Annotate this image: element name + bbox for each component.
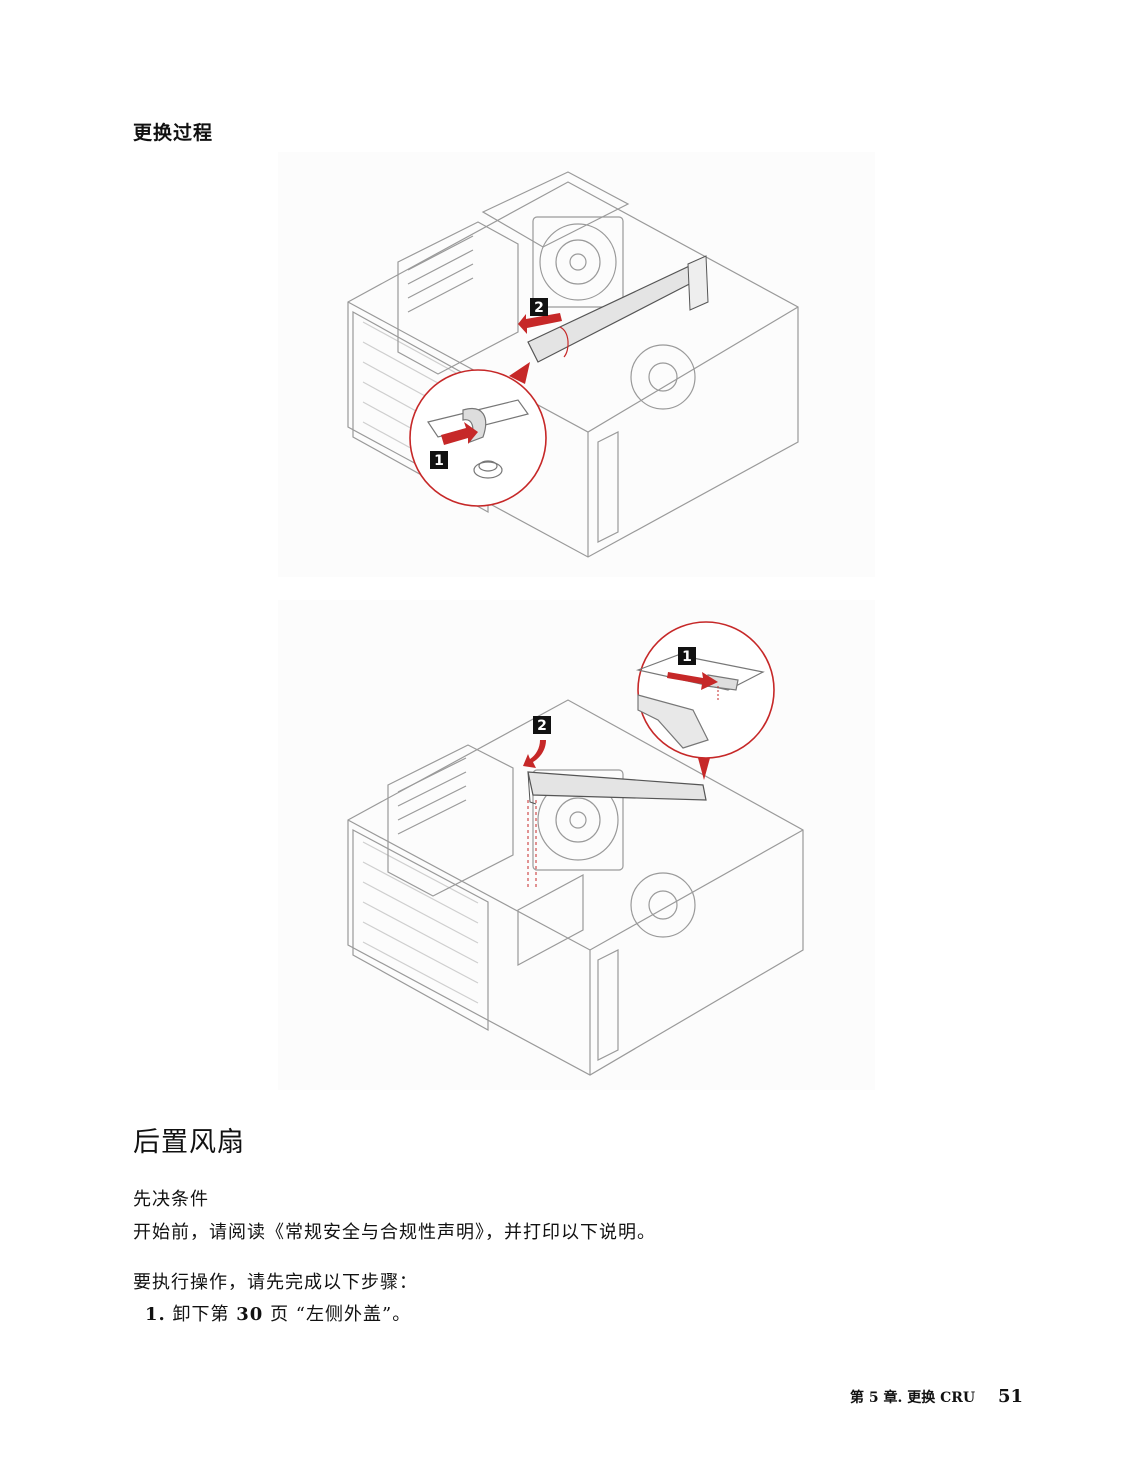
step-page-ref: 30 — [236, 1304, 264, 1325]
steps-intro: 要执行操作，请先完成以下步骤： — [133, 1272, 418, 1293]
callout-badge-2 — [530, 298, 548, 316]
section-heading: 更换过程 — [133, 122, 214, 144]
callout-badge-2 — [533, 716, 551, 734]
step-link[interactable]: “左侧外盖” — [295, 1304, 393, 1325]
callout-label-1: 1 — [434, 453, 444, 469]
step-text-mid: 页 — [270, 1304, 290, 1325]
footer-chapter: 第 5 章. 更换 CRU — [849, 1390, 976, 1406]
callout-badge-1 — [678, 647, 696, 665]
callout-badge-1 — [430, 451, 448, 469]
step-number: 1. — [145, 1304, 166, 1325]
prereq-text: 开始前，请阅读《常规安全与合规性声明》，并打印以下说明。 — [133, 1222, 656, 1243]
step-text-post: 。 — [392, 1304, 412, 1325]
figure-remove-bracket: 1 2 — [278, 152, 875, 577]
page-title: 后置风扇 — [133, 1127, 245, 1158]
callout-label-1: 1 — [682, 649, 692, 665]
page-footer: 第 5 章. 更换 CRU 51 — [850, 1386, 1023, 1407]
prereq-heading: 先决条件 — [133, 1189, 209, 1210]
step-text-pre: 卸下第 — [172, 1304, 230, 1325]
callout-label-2: 2 — [537, 718, 547, 734]
figure-1-illustration: 1 2 — [347, 171, 799, 558]
figure-install-bracket: 1 2 — [278, 600, 875, 1090]
page-number: 51 — [997, 1386, 1023, 1407]
step-item: 1. 卸下第 30 页 “左侧外盖”。 — [145, 1300, 411, 1326]
figure-2-illustration: 1 2 — [347, 621, 804, 1076]
callout-label-2: 2 — [534, 300, 544, 316]
